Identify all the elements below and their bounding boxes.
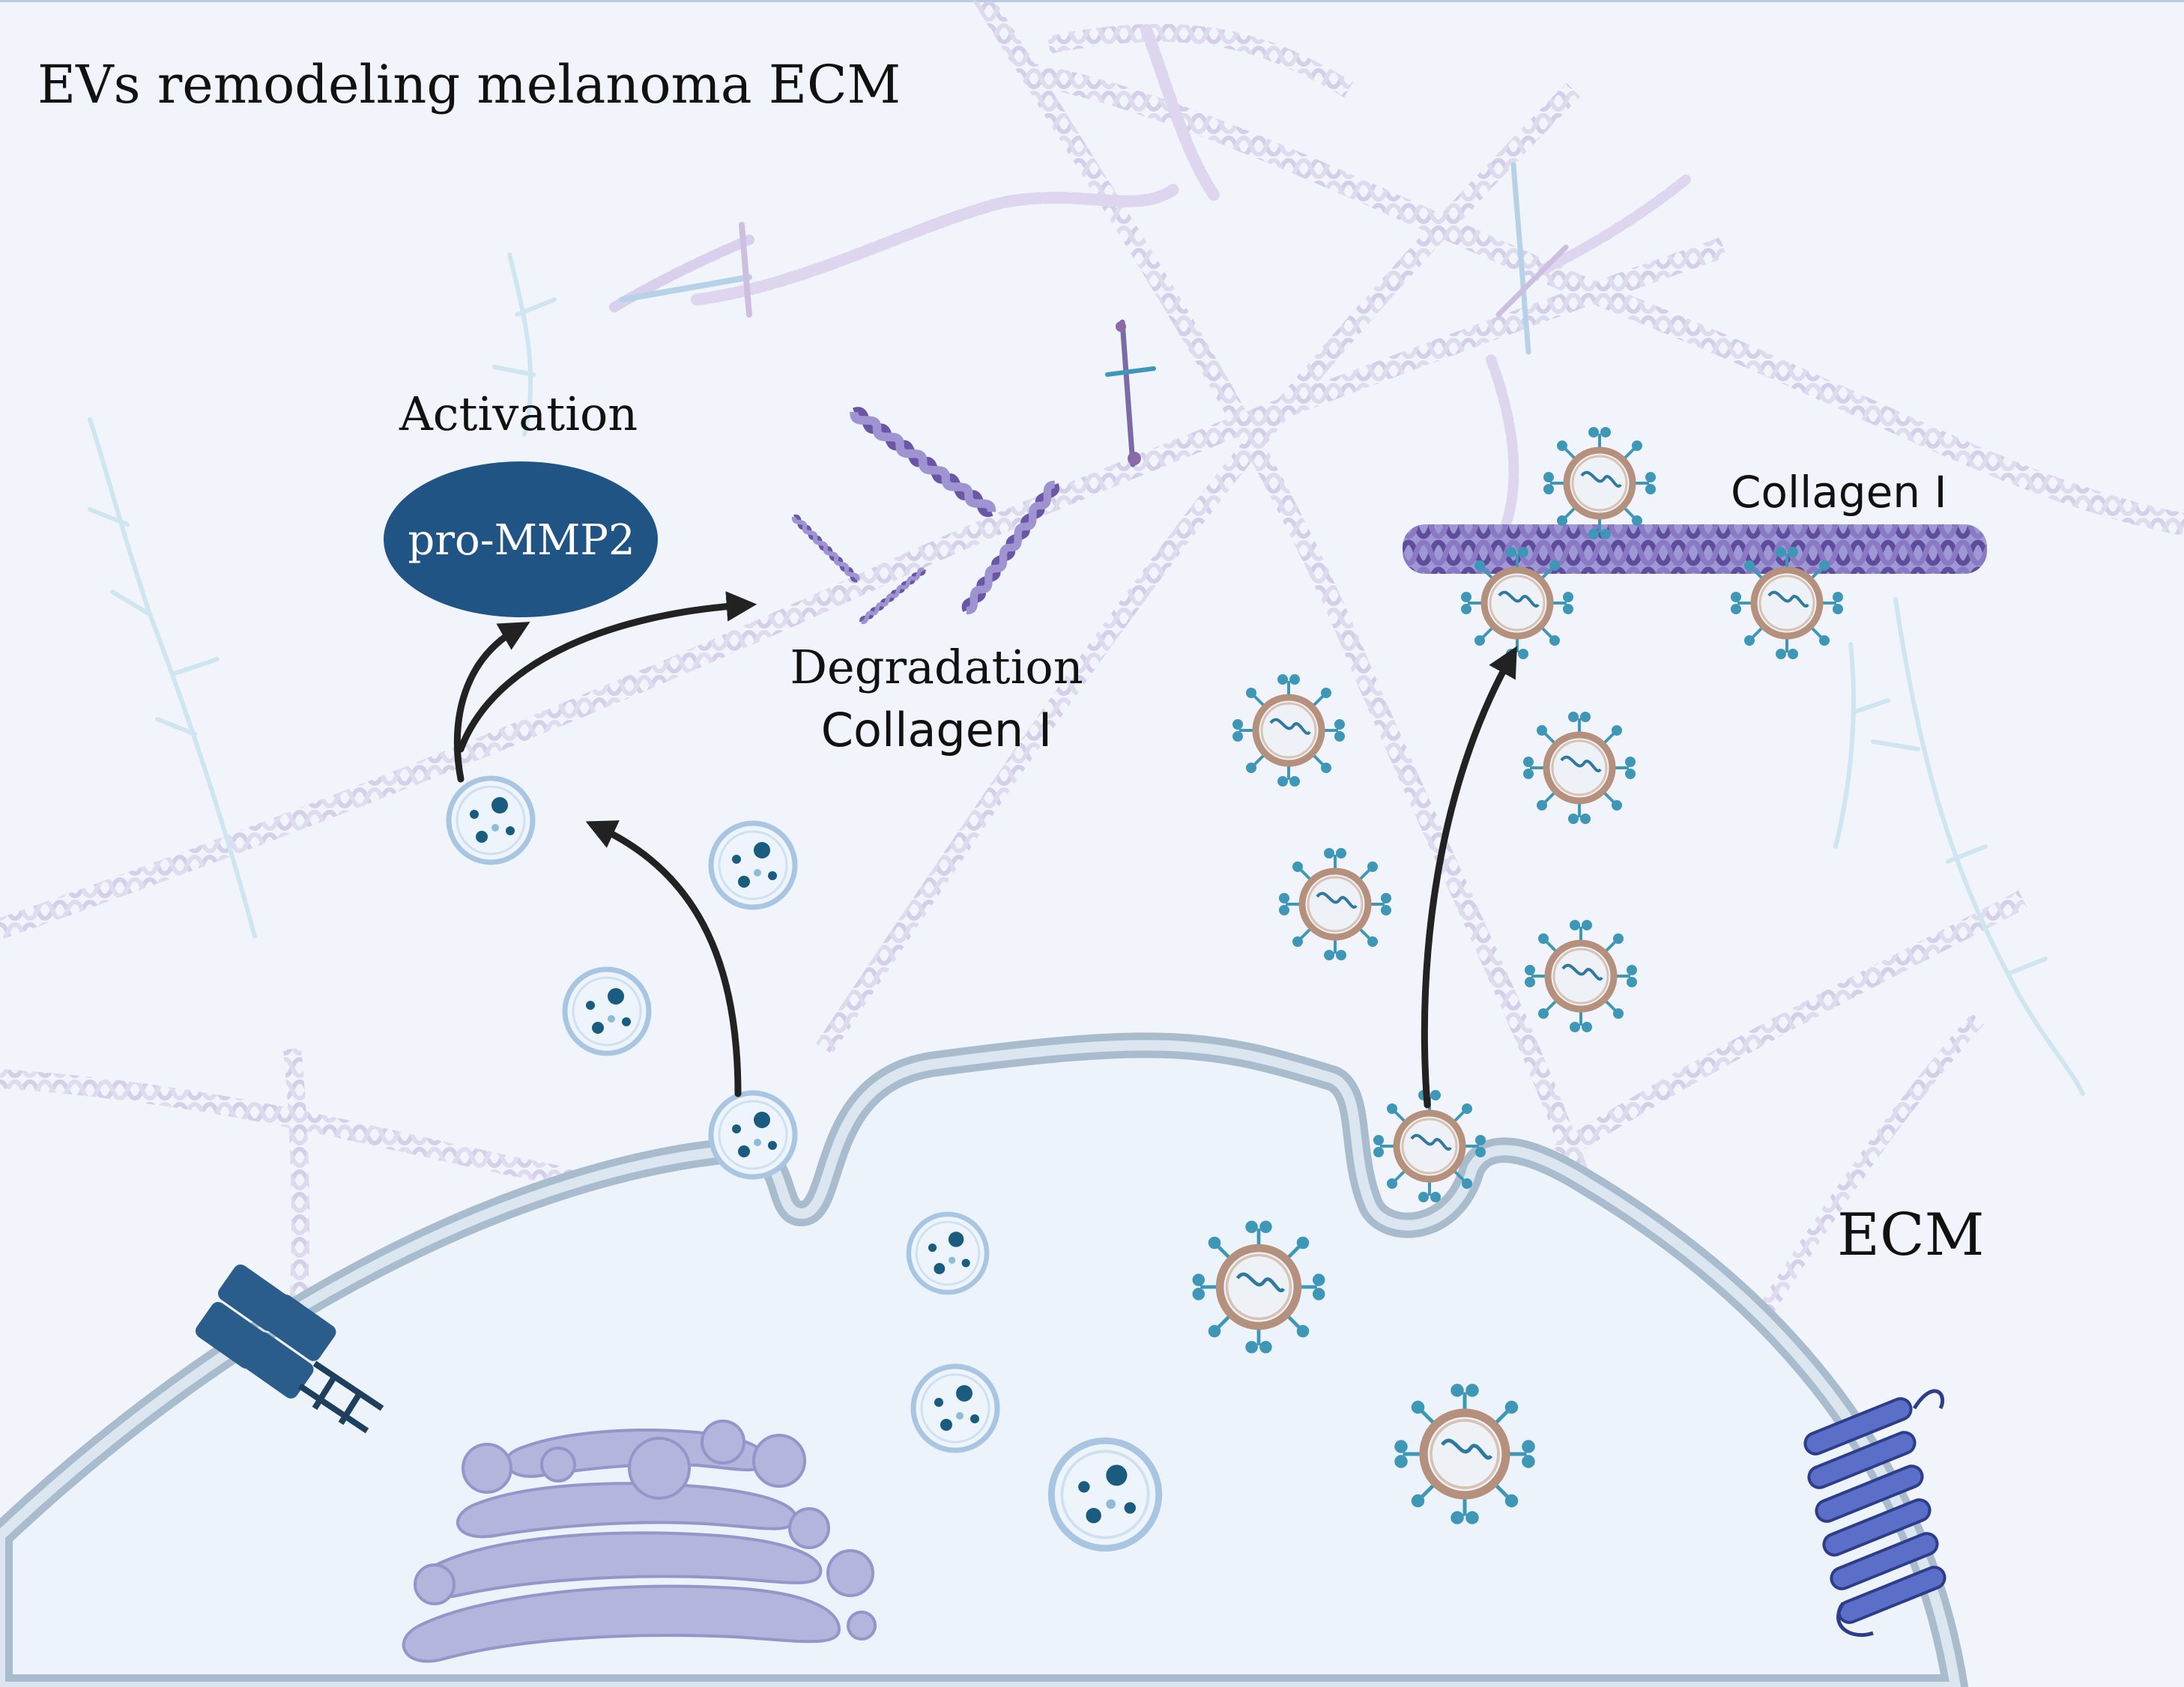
ecm-label: ECM [1837,1202,1985,1269]
collagen-fiber [1403,524,1987,574]
arrow-ev-to-activation [453,621,530,783]
gpcr-receptor [1803,1389,1946,1638]
fibronectin-small [1105,319,1156,467]
arrows [453,591,1517,1109]
pro-mmp2-label: pro-MMP2 [408,516,635,565]
golgi-apparatus [402,1420,877,1663]
fibronectin-faint [619,162,1569,355]
diagram-title: EVs remodeling melanoma ECM [37,54,901,115]
collagen-label: Collagen Ⅰ [1731,467,1947,518]
arrow-to-degradation [457,591,757,753]
pro-mmp2-ellipse [384,461,658,617]
arrow-release-to-ev [585,820,742,1097]
top-border [0,0,2184,2]
integrin-receptor [196,1264,384,1434]
arrow-to-collagen [1421,646,1517,1109]
activation-label: Activation [399,387,638,441]
degradation-collagen-label: Collagen Ⅰ [820,703,1053,757]
ecm-branches-faint [88,252,2085,1096]
degradation-label: Degradation [790,640,1083,694]
